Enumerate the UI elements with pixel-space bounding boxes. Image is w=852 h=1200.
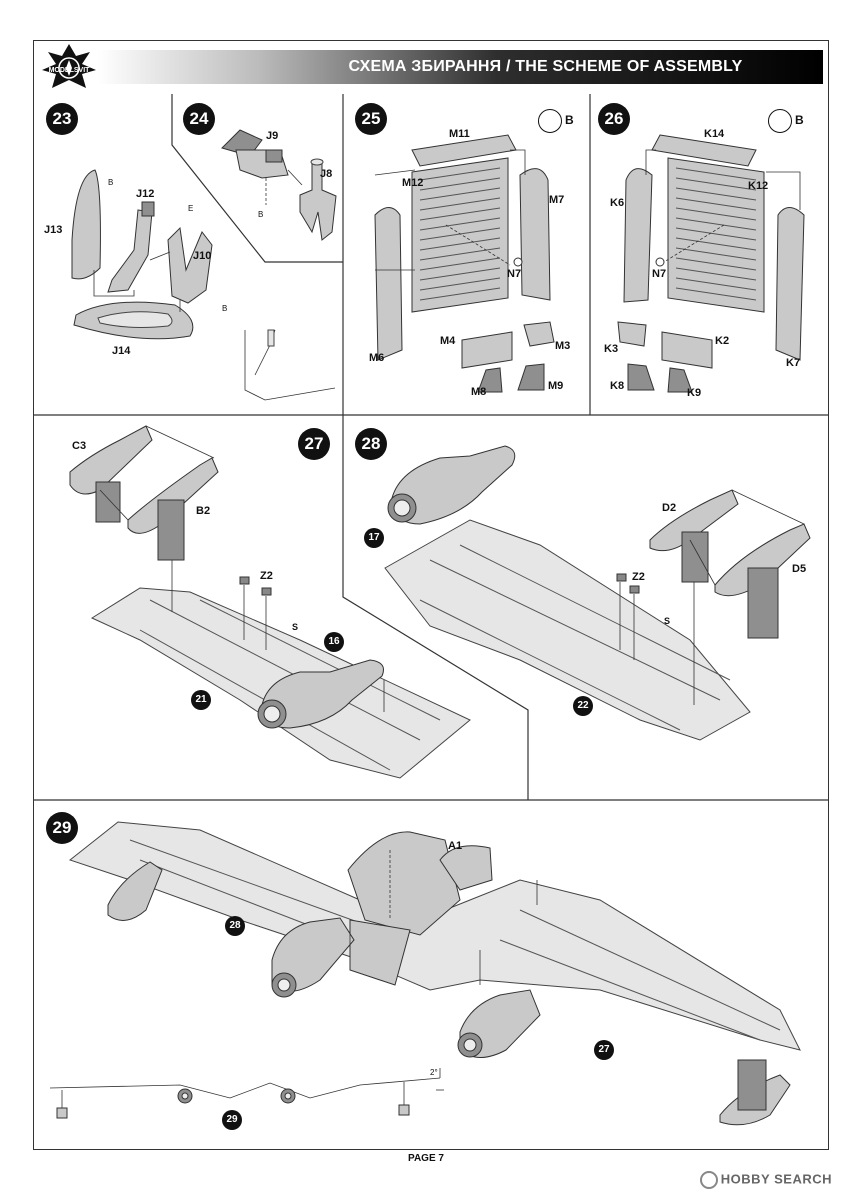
watermark-logo-icon bbox=[699, 1171, 718, 1189]
step-24-badge: 24 bbox=[183, 103, 215, 135]
part-z2-27: Z2 bbox=[260, 570, 273, 582]
page-number: PAGE 7 bbox=[408, 1153, 444, 1164]
part-m3: M3 bbox=[555, 340, 571, 352]
part-a1: A1 bbox=[448, 840, 463, 852]
dihedral-angle: 2° bbox=[430, 1068, 438, 1077]
part-m12: M12 bbox=[402, 177, 424, 189]
part-m7: M7 bbox=[549, 194, 565, 206]
paint-b-j13: B bbox=[108, 178, 114, 187]
paint-e-j12: E bbox=[188, 204, 194, 213]
part-j9: J9 bbox=[266, 130, 279, 142]
subassembly-22: 22 bbox=[573, 696, 593, 716]
part-j8: J8 bbox=[320, 168, 333, 180]
part-d2: D2 bbox=[662, 502, 677, 514]
part-k8: K8 bbox=[610, 380, 625, 392]
paint-b-j9: B bbox=[258, 210, 264, 219]
subassembly-29: 29 bbox=[222, 1110, 242, 1130]
step-23-badge: 23 bbox=[46, 103, 78, 135]
watermark: HOBBY SEARCH bbox=[699, 1171, 832, 1189]
part-j10: J10 bbox=[193, 250, 212, 262]
part-n7-26: N7 bbox=[652, 268, 667, 280]
part-m4: M4 bbox=[440, 335, 456, 347]
part-c3: C3 bbox=[72, 440, 87, 452]
part-k12: K12 bbox=[748, 180, 769, 192]
step-26-badge: 26 bbox=[598, 103, 630, 135]
part-n7: N7 bbox=[507, 268, 522, 280]
part-m8: M8 bbox=[471, 386, 487, 398]
logo-text: MODELSVIT bbox=[48, 67, 90, 74]
page-title: СХЕМА ЗБИРАННЯ / THE SCHEME OF ASSEMBLY bbox=[348, 58, 743, 75]
step-25-badge: 25 bbox=[355, 103, 387, 135]
part-k9: K9 bbox=[687, 387, 702, 399]
subassembly-21: 21 bbox=[191, 690, 211, 710]
header-banner: СХЕМА ЗБИРАННЯ / THE SCHEME OF ASSEMBLY bbox=[98, 50, 823, 84]
subassembly-17: 17 bbox=[364, 528, 384, 548]
part-d5: D5 bbox=[792, 563, 807, 575]
paint-code-25: B bbox=[565, 113, 574, 127]
part-z2-28: Z2 bbox=[632, 571, 645, 583]
watermark-text: HOBBY SEARCH bbox=[720, 1171, 832, 1187]
paint-s-28: S bbox=[664, 616, 671, 626]
part-k6: K6 bbox=[610, 197, 625, 209]
part-j14: J14 bbox=[112, 345, 131, 357]
part-j13: J13 bbox=[44, 224, 63, 236]
subassembly-28: 28 bbox=[225, 916, 245, 936]
part-b2: B2 bbox=[196, 505, 211, 517]
paint-code-26: B bbox=[795, 113, 804, 127]
step-28-badge: 28 bbox=[355, 428, 387, 460]
step-29-badge: 29 bbox=[46, 812, 78, 844]
modelsvit-logo bbox=[42, 44, 96, 88]
paint-brush-icon-26 bbox=[768, 109, 792, 133]
subassembly-16: 16 bbox=[324, 632, 344, 652]
part-m9: M9 bbox=[548, 380, 564, 392]
part-k2: K2 bbox=[715, 335, 730, 347]
step-27-badge: 27 bbox=[298, 428, 330, 460]
part-k7: K7 bbox=[786, 357, 801, 369]
paint-b-j10: B bbox=[222, 304, 228, 313]
page-frame bbox=[33, 40, 829, 1150]
paint-s-27: S bbox=[292, 622, 299, 632]
paint-brush-icon-25 bbox=[538, 109, 562, 133]
part-m6: M6 bbox=[369, 352, 385, 364]
part-j12: J12 bbox=[136, 188, 155, 200]
part-m11: M11 bbox=[449, 128, 470, 140]
subassembly-27: 27 bbox=[594, 1040, 614, 1060]
part-k3: K3 bbox=[604, 343, 619, 355]
part-k14: K14 bbox=[704, 128, 725, 140]
